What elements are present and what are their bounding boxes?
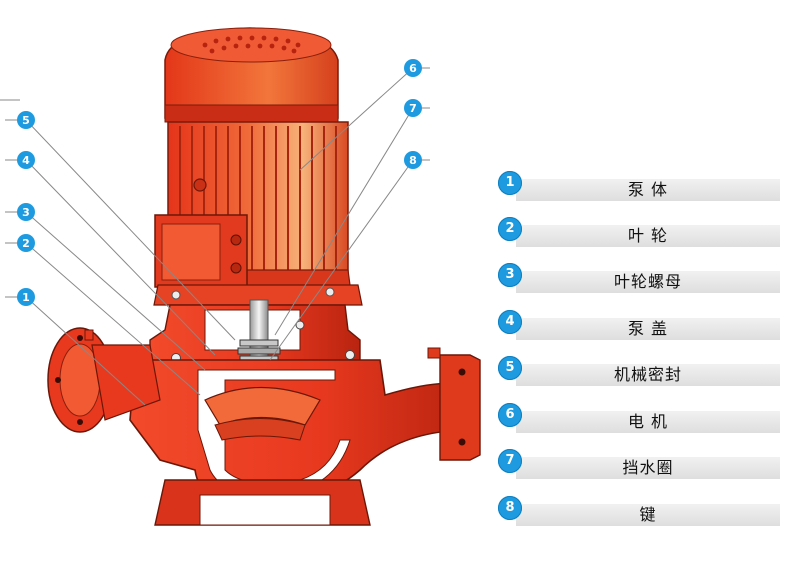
legend-label: 叶 轮 (627, 226, 669, 245)
legend-label: 泵 盖 (627, 319, 669, 338)
outlet-flange (427, 347, 481, 461)
legend-item-5: 机械密封 5 (498, 356, 780, 386)
terminal-box (154, 214, 248, 288)
legend-bar (516, 179, 780, 201)
legend-number-badge: 8 (498, 496, 522, 520)
legend-number-badge: 4 (498, 310, 522, 334)
legend-bar (516, 411, 780, 433)
callout-6: 6 (404, 59, 422, 77)
legend-label: 泵 体 (627, 180, 669, 199)
legend-bar (516, 271, 780, 293)
legend-label: 叶轮螺母 (613, 272, 682, 291)
legend-number-badge: 1 (498, 171, 522, 195)
legend-bar (516, 318, 780, 340)
legend-item-6: 电 机 6 (498, 403, 780, 433)
legend-bar (516, 225, 780, 247)
legend-label: 键 (639, 505, 657, 524)
legend-item-4: 泵 盖 4 (498, 310, 780, 340)
pump-casing (47, 327, 481, 526)
legend-item-2: 叶 轮 2 (498, 217, 780, 247)
callout-2-number: 2 (22, 237, 30, 250)
legend-item-1: 泵 体 1 (498, 171, 780, 201)
callout-5: 5 (17, 111, 35, 129)
legend-label: 挡水圈 (622, 458, 674, 477)
callout-3: 3 (17, 203, 35, 221)
callout-3-number: 3 (22, 206, 30, 219)
callout-8-number: 8 (409, 154, 417, 167)
legend-label: 机械密封 (613, 365, 682, 384)
motor-cap (164, 27, 339, 123)
legend-bar (516, 504, 780, 526)
impeller (204, 386, 321, 441)
callout-7-number: 7 (409, 102, 417, 115)
legend-bar (516, 457, 780, 479)
inlet-flange (47, 327, 161, 433)
legend-bar (516, 364, 780, 386)
legend-number-badge: 5 (498, 356, 522, 380)
legend-item-3: 叶轮螺母 3 (498, 263, 780, 293)
callout-1: 1 (17, 288, 35, 306)
callout-8: 8 (404, 151, 422, 169)
callout-6-number: 6 (409, 62, 417, 75)
legend-item-8: 键 8 (498, 496, 780, 526)
callout-5-number: 5 (22, 114, 30, 127)
leader-lines (0, 67, 430, 406)
legend-number-badge: 3 (498, 263, 522, 287)
callout-2: 2 (17, 234, 35, 252)
callout-7: 7 (404, 99, 422, 117)
motor-flange (153, 284, 363, 306)
legend-item-7: 挡水圈 7 (498, 449, 780, 479)
callout-4-number: 4 (22, 154, 30, 167)
legend-number-badge: 7 (498, 449, 522, 473)
legend-number-badge: 2 (498, 217, 522, 241)
callout-4: 4 (17, 151, 35, 169)
legend-label: 电 机 (627, 412, 669, 431)
legend-number-badge: 6 (498, 403, 522, 427)
callout-1-number: 1 (22, 291, 30, 304)
